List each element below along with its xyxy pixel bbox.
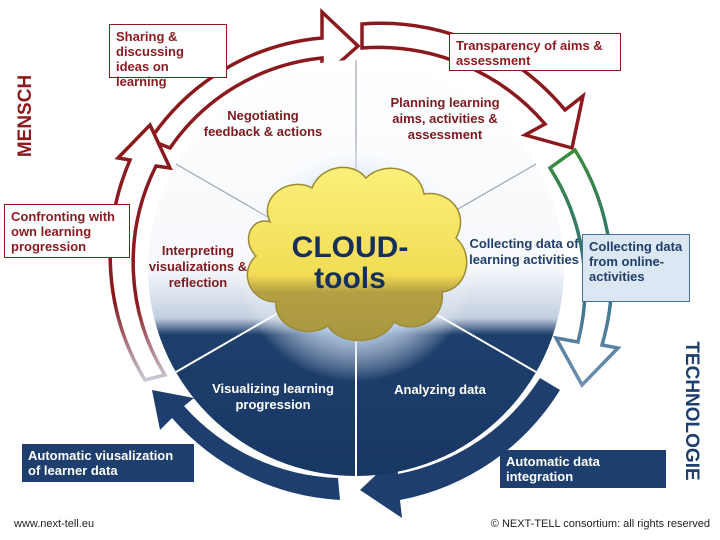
label-technologie: TECHNOLOGIE — [681, 341, 702, 481]
segment-planning: Planning learning aims, activities & ass… — [390, 95, 500, 142]
cloud-title-line2: tools — [314, 262, 386, 295]
box-sharing: Sharing & discussing ideas on learning — [109, 24, 227, 89]
footer-copyright: © NEXT-TELL consortium: all rights reser… — [490, 518, 710, 530]
segment-interpreting: Interpreting visualizations & reflection — [148, 243, 248, 290]
segment-negotiating: Negotiating feedback & actions — [203, 108, 323, 139]
segment-visualizing: Visualizing learning progression — [212, 381, 334, 412]
footer-url: www.next-tell.eu — [14, 518, 95, 530]
arc-arrow-bottom-right — [360, 378, 560, 518]
box-auto-integration: Automatic data integration — [500, 450, 666, 488]
box-confronting: Confronting with own learning progressio… — [4, 204, 130, 258]
label-mensch: MENSCH — [15, 74, 36, 158]
box-auto-visualization: Automatic viusalization of learner data — [22, 444, 194, 482]
box-transparency: Transparency of aims & assessment — [449, 33, 621, 71]
arc-arrow-bottom-left — [152, 390, 340, 500]
arc-arrow-left — [108, 121, 173, 383]
box-collecting-online: Collecting data from online-activities — [582, 234, 690, 302]
arc-arrow-top-left — [147, 7, 361, 151]
segment-analyzing: Analyzing data — [394, 382, 486, 397]
arc-arrow-right — [547, 147, 622, 388]
segment-collecting: Collecting data of learning activities — [469, 236, 579, 267]
cloud-title: CLOUD- tools — [270, 232, 430, 294]
cloud-shape — [246, 166, 468, 342]
cloud-title-line1: CLOUD- — [291, 231, 409, 264]
